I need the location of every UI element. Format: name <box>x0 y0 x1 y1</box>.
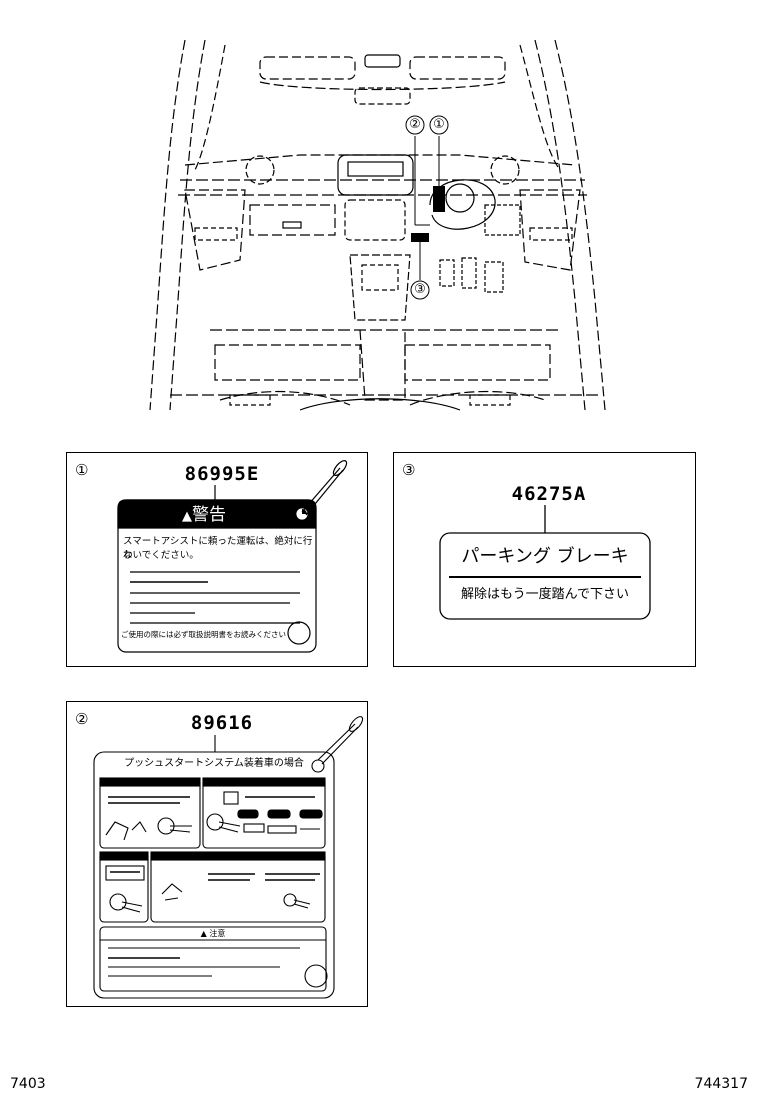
label-3-panel: ③ 46275A <box>393 452 696 667</box>
overview-callout-3[interactable]: ③ <box>414 282 426 297</box>
label-2-callout: ② <box>75 710 89 728</box>
label-1-callout: ① <box>75 461 89 479</box>
label-2-caution-header: ▲ 注意 <box>100 928 326 939</box>
label-1-header-text: 警告 <box>192 505 226 525</box>
label-2-title: プッシュスタートシステム装着車の場合 <box>124 758 304 769</box>
label-3-callout: ③ <box>402 461 416 479</box>
label-2-panel: ② 89616 <box>66 701 368 1007</box>
label-1-warning-text-wrap: ▲警告 <box>182 505 242 525</box>
label-1-body-line-1: スマートアシストに頼った運転は、絶対に行わ <box>123 536 313 561</box>
label-1-warning-header: ▲警告 <box>118 502 316 528</box>
cabin-interior-drawing <box>149 39 606 411</box>
label-3-part-number[interactable]: 46275A <box>511 483 587 505</box>
footer-right-code: 744317 <box>694 1076 748 1092</box>
label-1-part-number[interactable]: 86995E <box>184 463 260 485</box>
overview-callout-1[interactable]: ① <box>433 117 445 132</box>
label-1-body-line-2: ないでください。 <box>123 550 199 561</box>
label-3-line-1: パーキング ブレーキ <box>461 546 629 567</box>
label-2-part-number[interactable]: 89616 <box>190 712 254 734</box>
warning-triangle-icon: ▲ <box>182 509 192 524</box>
caution-triangle-icon: ▲ <box>200 929 207 938</box>
overview-callout-2[interactable]: ② <box>409 117 421 132</box>
label-1-panel: ① 86995E <box>66 452 368 667</box>
footer-left-code: 7403 <box>10 1076 46 1092</box>
label-2-caution-text: 注意 <box>209 929 226 938</box>
label-3-line-2: 解除はもう一度踏んで下さい <box>461 587 629 602</box>
label-1-footer-text: ご使用の際には必ず取扱説明書をお読みください <box>121 630 286 639</box>
